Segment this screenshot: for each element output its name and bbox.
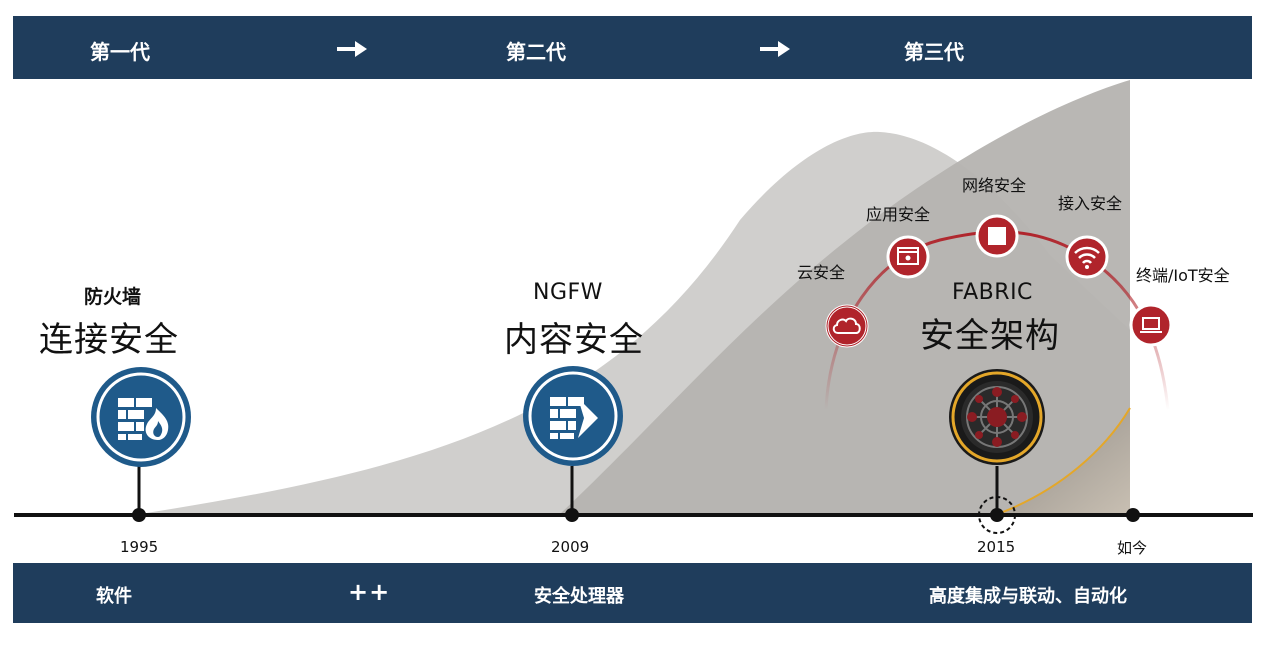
fabric-icon — [949, 369, 1045, 465]
timeline-dot — [1126, 508, 1140, 522]
timeline-now-label: 如今 — [1117, 539, 1148, 557]
stage3-subtitle: FABRIC — [952, 280, 1033, 305]
stage2-subtitle: NGFW — [533, 280, 603, 305]
firewall-icon — [91, 367, 191, 467]
node-label-network: 网络安全 — [962, 176, 1027, 195]
square-icon — [975, 214, 1019, 258]
timeline-dot — [565, 508, 579, 522]
stage3-title: 安全架构 — [920, 316, 1060, 356]
capability-footer-band: 软件 ++ 安全处理器 高度集成与联动、自动化 — [13, 563, 1252, 623]
gen2-label: 第二代 — [506, 40, 566, 64]
footer-plus: ++ — [348, 578, 391, 606]
gen1-label: 第一代 — [90, 40, 150, 64]
laptop-icon — [1129, 303, 1173, 347]
arrow-right-icon — [760, 41, 790, 57]
node-label-application: 应用安全 — [866, 205, 931, 224]
stage1-subtitle: 防火墙 — [84, 286, 142, 308]
generation-header-band: 第一代 第二代 第三代 — [13, 16, 1252, 79]
stage1-title: 连接安全 — [39, 320, 179, 360]
year-2015: 2015 — [977, 538, 1016, 556]
browser-window-icon — [886, 235, 930, 279]
wifi-icon — [1065, 235, 1109, 279]
gen3-label: 第三代 — [904, 40, 964, 64]
timeline-dot — [990, 508, 1004, 522]
stage2-title: 内容安全 — [504, 320, 644, 360]
node-label-endpoint: 终端/IoT安全 — [1136, 266, 1230, 285]
year-2009: 2009 — [551, 538, 590, 556]
timeline-dot — [132, 508, 146, 522]
arrow-right-icon — [337, 41, 367, 57]
cloud-icon — [825, 304, 869, 348]
footer-security-processor: 安全处理器 — [534, 586, 624, 607]
emerging-curve — [998, 408, 1130, 514]
node-label-cloud: 云安全 — [797, 263, 846, 282]
year-1995: 1995 — [120, 538, 159, 556]
node-label-access: 接入安全 — [1058, 194, 1123, 213]
ngfw-icon — [523, 366, 623, 466]
footer-integration: 高度集成与联动、自动化 — [929, 586, 1127, 607]
footer-software: 软件 — [96, 586, 132, 607]
